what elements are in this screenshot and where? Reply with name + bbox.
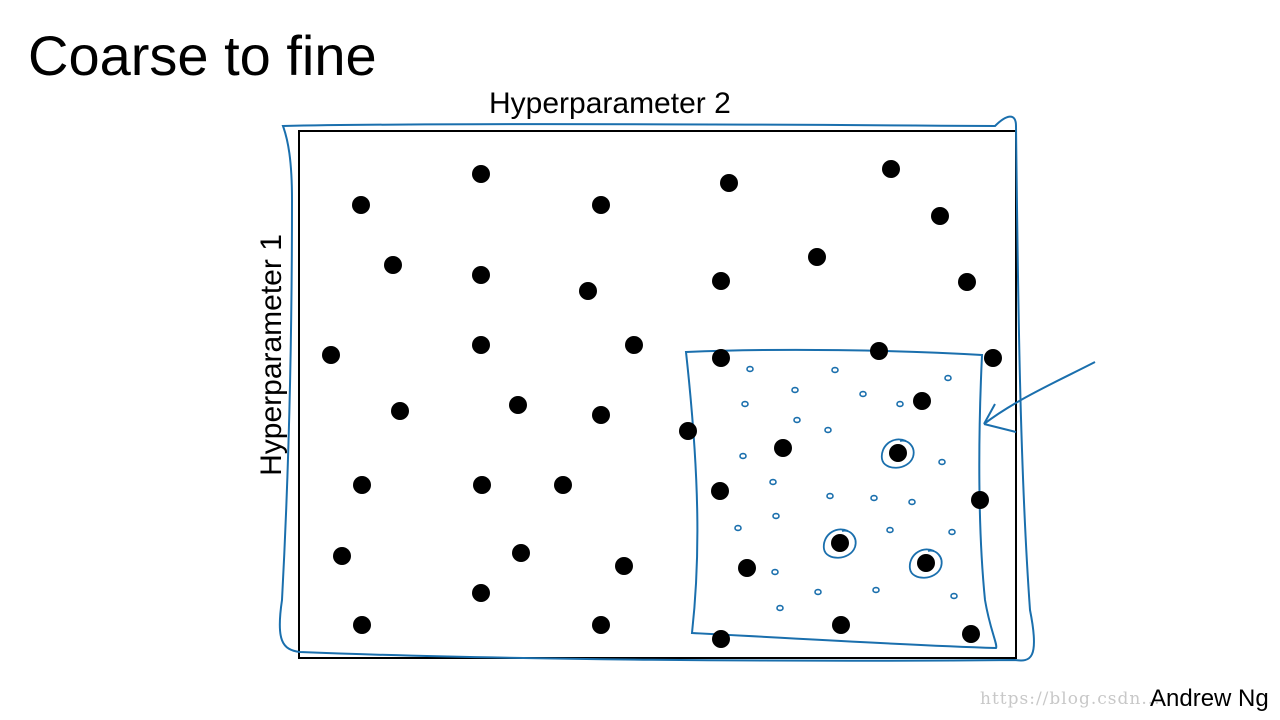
fine-sample-14 <box>908 498 916 506</box>
coarse-sample-19 <box>509 396 527 414</box>
fine-sample-23 <box>776 604 784 612</box>
fine-sample-15 <box>734 524 742 532</box>
fine-region-outline <box>684 348 998 650</box>
slide-title: Coarse to fine <box>28 24 377 87</box>
fine-sample-8 <box>824 426 832 434</box>
fine-sample-0 <box>746 365 754 373</box>
fine-sample-11 <box>769 478 777 486</box>
best-sample-rings <box>822 438 943 579</box>
coarse-sample-12 <box>322 346 340 364</box>
fine-sample-9 <box>739 452 747 460</box>
watermark: https://blog.csdn... <box>980 689 1161 709</box>
coarse-sample-25 <box>554 476 572 494</box>
coarse-sample-34 <box>353 616 371 634</box>
arrow-pointer <box>983 361 1096 433</box>
fine-sample-2 <box>831 366 839 374</box>
coarse-sample-37 <box>832 616 850 634</box>
coarse-region-outline <box>278 115 1035 662</box>
coarse-sample-7 <box>472 266 490 284</box>
coarse-sample-16 <box>870 342 888 360</box>
fine-sample-12 <box>826 492 834 500</box>
fine-sample-3 <box>859 390 867 398</box>
fine-sample-13 <box>870 494 878 502</box>
best-sample-ring-0 <box>880 438 915 469</box>
coarse-sample-20 <box>592 406 610 424</box>
coarse-sample-22 <box>913 392 931 410</box>
coarse-sample-28 <box>774 439 792 457</box>
coarse-sample-26 <box>711 482 729 500</box>
fine-sample-21 <box>872 586 880 594</box>
fine-sample-17 <box>886 526 894 534</box>
best-sample-ring-1 <box>822 528 857 559</box>
coarse-sample-21 <box>679 422 697 440</box>
search-space-frame <box>298 130 1017 659</box>
coarse-sample-30 <box>512 544 530 562</box>
coarse-sample-32 <box>738 559 756 577</box>
coarse-sample-31 <box>615 557 633 575</box>
fine-sample-7 <box>793 416 801 424</box>
coarse-sample-9 <box>712 272 730 290</box>
coarse-sample-3 <box>720 174 738 192</box>
fine-sample-1 <box>791 386 799 394</box>
coarse-sample-10 <box>808 248 826 266</box>
coarse-sample-11 <box>958 273 976 291</box>
fine-samples <box>734 365 958 612</box>
coarse-sample-13 <box>472 336 490 354</box>
fine-sample-16 <box>772 512 780 520</box>
fine-sample-20 <box>814 588 822 596</box>
coarse-sample-29 <box>333 547 351 565</box>
coarse-sample-33 <box>472 584 490 602</box>
coarse-sample-14 <box>625 336 643 354</box>
fine-sample-22 <box>950 592 958 600</box>
coarse-sample-23 <box>353 476 371 494</box>
coarse-sample-5 <box>931 207 949 225</box>
coarse-sample-1 <box>352 196 370 214</box>
coarse-sample-2 <box>592 196 610 214</box>
author-name: Andrew Ng <box>1150 685 1269 712</box>
best-sample-2 <box>917 554 935 572</box>
best-sample-ring-2 <box>908 548 943 579</box>
coarse-sample-18 <box>391 402 409 420</box>
best-sample-0 <box>889 444 907 462</box>
coarse-sample-6 <box>384 256 402 274</box>
coarse-sample-17 <box>984 349 1002 367</box>
fine-sample-4 <box>896 400 904 408</box>
coarse-sample-27 <box>971 491 989 509</box>
fine-sample-18 <box>948 528 956 536</box>
x-axis-label: Hyperparameter 2 <box>489 87 731 120</box>
coarse-sample-38 <box>962 625 980 643</box>
fine-sample-6 <box>741 400 749 408</box>
coarse-sample-24 <box>473 476 491 494</box>
coarse-sample-8 <box>579 282 597 300</box>
fine-sample-19 <box>771 568 779 576</box>
coarse-sample-15 <box>712 349 730 367</box>
fine-sample-10 <box>938 458 946 466</box>
coarse-sample-0 <box>472 165 490 183</box>
best-sample-1 <box>831 534 849 552</box>
coarse-samples <box>322 160 1002 648</box>
coarse-sample-35 <box>592 616 610 634</box>
coarse-sample-36 <box>712 630 730 648</box>
fine-sample-5 <box>944 374 952 382</box>
coarse-sample-4 <box>882 160 900 178</box>
